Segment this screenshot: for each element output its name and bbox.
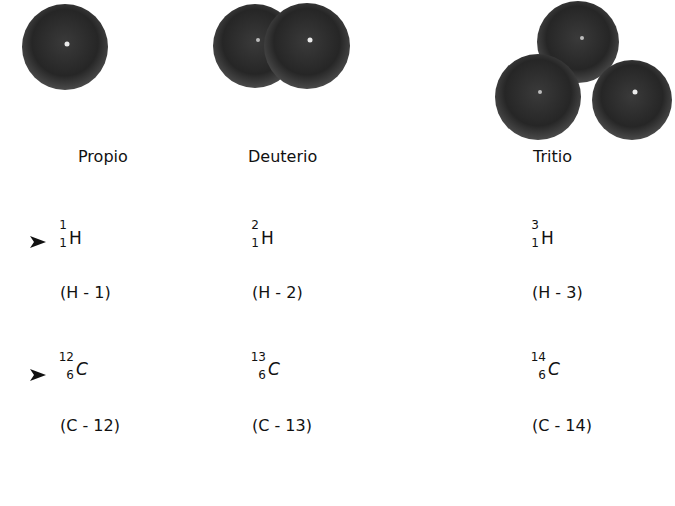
isotope-name: Tritio [533, 148, 572, 166]
tritium-spheres [495, 1, 672, 140]
atomic-number: 6 [258, 369, 266, 383]
element-symbol: C [548, 360, 560, 380]
atomic-number: 1 [59, 237, 67, 251]
isotope-code: (C - 13) [252, 417, 312, 435]
element-symbol: H [261, 229, 274, 249]
isotope-code: (C - 12) [60, 417, 120, 435]
mass-number: 3 [531, 219, 539, 233]
mass-number: 2 [251, 219, 259, 233]
atomic-number: 1 [531, 237, 539, 251]
element-symbol: H [541, 229, 554, 249]
mass-number: 1 [59, 219, 67, 233]
element-symbol: C [268, 360, 280, 380]
protium-sphere [22, 4, 108, 90]
deuterium-spheres [213, 3, 350, 89]
isotope-name: Deuterio [248, 148, 317, 166]
mass-number: 14 [531, 351, 546, 365]
isotope-code: (H - 2) [252, 284, 303, 302]
isotope-code: (C - 14) [532, 417, 592, 435]
atomic-number: 6 [66, 369, 74, 383]
isotope-code: (H - 3) [532, 284, 583, 302]
isotope-name: Propio [78, 148, 128, 166]
atomic-number: 6 [538, 369, 546, 383]
mass-number: 13 [251, 351, 266, 365]
mass-number: 12 [59, 351, 74, 365]
atomic-number: 1 [251, 237, 259, 251]
isotope-code: (H - 1) [60, 284, 111, 302]
element-symbol: H [69, 229, 82, 249]
bullet-arrow [30, 236, 46, 381]
element-symbol: C [76, 360, 88, 380]
